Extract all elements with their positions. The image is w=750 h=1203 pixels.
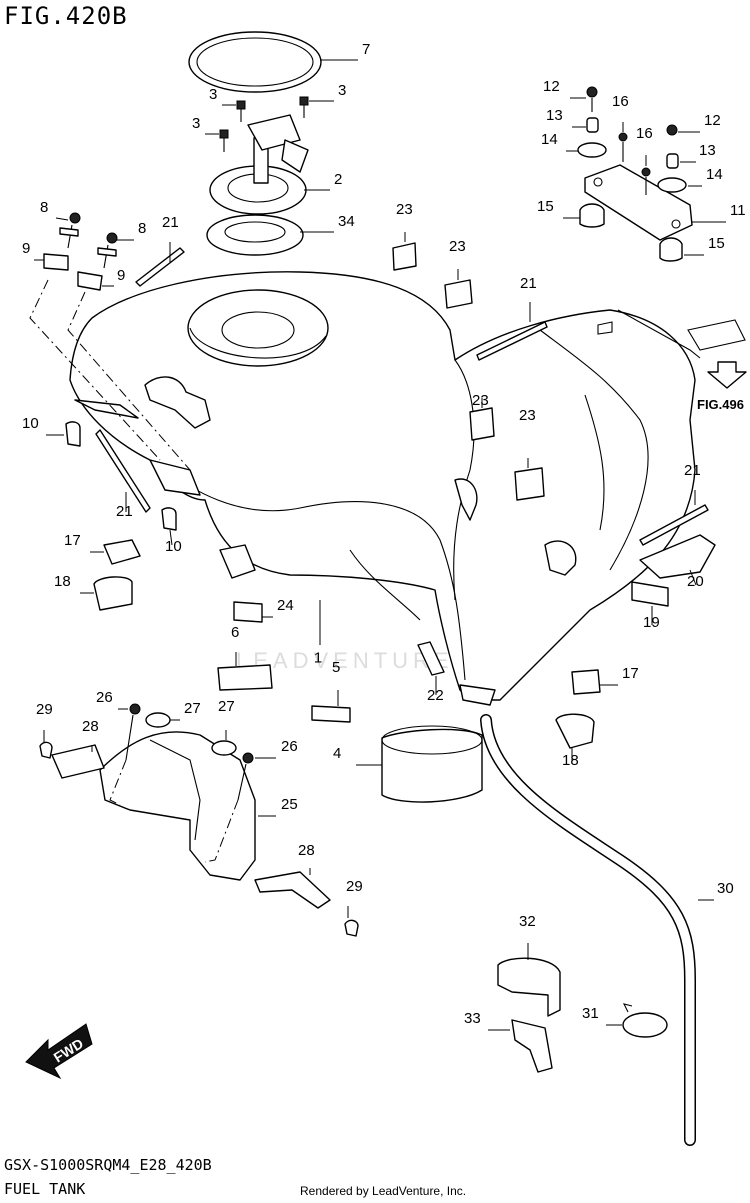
callout-24: 24: [277, 597, 294, 614]
fig-496-link[interactable]: FIG.496: [697, 397, 744, 412]
callout-34: 34: [338, 213, 355, 230]
tank-band-part[interactable]: [381, 725, 483, 803]
callout-3-b: 3: [338, 82, 346, 99]
callout-22: 22: [427, 687, 444, 704]
fuel-cap-part[interactable]: [209, 114, 309, 215]
callout-17-a: 17: [64, 532, 81, 549]
callout-33: 33: [464, 1010, 481, 1027]
callout-21-d: 21: [684, 462, 701, 479]
fwd-arrow: FWD: [25, 1023, 93, 1080]
callout-17-b: 17: [622, 665, 639, 682]
callout-19: 19: [643, 614, 660, 631]
callout-21-c: 21: [520, 275, 537, 292]
callout-23-a: 23: [396, 201, 413, 218]
breather-hose-part[interactable]: [480, 714, 696, 1146]
callout-6: 6: [231, 624, 239, 641]
clip-parts[interactable]: [93, 539, 601, 749]
callout-14-a: 14: [541, 131, 558, 148]
callout-12-b: 12: [704, 112, 721, 129]
callout-31: 31: [582, 1005, 599, 1022]
callout-16-b: 16: [636, 125, 653, 142]
callout-7: 7: [362, 41, 370, 58]
callout-9-a: 9: [22, 240, 30, 257]
callout-32: 32: [519, 913, 536, 930]
callout-13-a: 13: [546, 107, 563, 124]
cap-gasket-part[interactable]: [206, 214, 304, 256]
callout-16-a: 16: [612, 93, 629, 110]
callout-28-a: 28: [82, 718, 99, 735]
callout-27-a: 27: [184, 700, 201, 717]
figure-title: FIG.420B: [4, 2, 128, 30]
callout-15-a: 15: [537, 198, 554, 215]
callout-5: 5: [332, 659, 340, 676]
heat-shield-parts[interactable]: [39, 703, 359, 937]
fig-reference-arrow[interactable]: FIG.496: [697, 361, 747, 412]
callout-15-b: 15: [708, 235, 725, 252]
callout-23-c: 23: [472, 392, 489, 409]
callout-10-b: 10: [165, 538, 182, 555]
render-credit: Rendered by LeadVenture, Inc.: [300, 1184, 467, 1198]
callout-28-b: 28: [298, 842, 315, 859]
callout-8-a: 8: [40, 199, 48, 216]
callout-26-a: 26: [96, 689, 113, 706]
callout-2: 2: [334, 171, 342, 188]
callout-20: 20: [687, 573, 704, 590]
label-decal-parts[interactable]: [233, 242, 746, 676]
callout-12-a: 12: [543, 78, 560, 95]
model-code: GSX-S1000SRQM4_E28_420B: [4, 1156, 212, 1174]
callout-3-c: 3: [192, 115, 200, 132]
callout-30: 30: [717, 880, 734, 897]
watermark-text: LEADVENTURE: [236, 648, 454, 673]
callout-11: 11: [730, 202, 746, 219]
callout-27-b: 27: [218, 698, 235, 715]
callout-3-a: 3: [209, 86, 217, 103]
callout-1: 1: [314, 649, 322, 666]
callout-9-b: 9: [117, 267, 125, 284]
seal-ring-part[interactable]: [188, 31, 322, 93]
hose-clamp-parts[interactable]: [497, 957, 668, 1073]
callout-29-b: 29: [346, 878, 363, 895]
fuel-tank-part[interactable]: [69, 271, 696, 706]
section-name: FUEL TANK: [4, 1180, 86, 1198]
callout-26-b: 26: [281, 738, 298, 755]
callout-29-a: 29: [36, 701, 53, 718]
callout-25: 25: [281, 796, 298, 813]
callout-18-a: 18: [54, 573, 71, 590]
callout-21-b: 21: [116, 503, 133, 520]
callout-13-b: 13: [699, 142, 716, 159]
callout-18-b: 18: [562, 752, 579, 769]
callout-10-a: 10: [22, 415, 39, 432]
sheet-parts[interactable]: [217, 664, 351, 723]
callout-8-b: 8: [138, 220, 146, 237]
cap-screw-part[interactable]: [219, 96, 309, 152]
rear-bracket-parts[interactable]: [577, 86, 693, 262]
callout-23-b: 23: [449, 238, 466, 255]
callout-23-d: 23: [519, 407, 536, 424]
front-mount-parts[interactable]: [43, 212, 185, 531]
callout-21-a: 21: [162, 214, 179, 231]
callout-14-b: 14: [706, 166, 723, 183]
callout-4: 4: [333, 745, 341, 762]
